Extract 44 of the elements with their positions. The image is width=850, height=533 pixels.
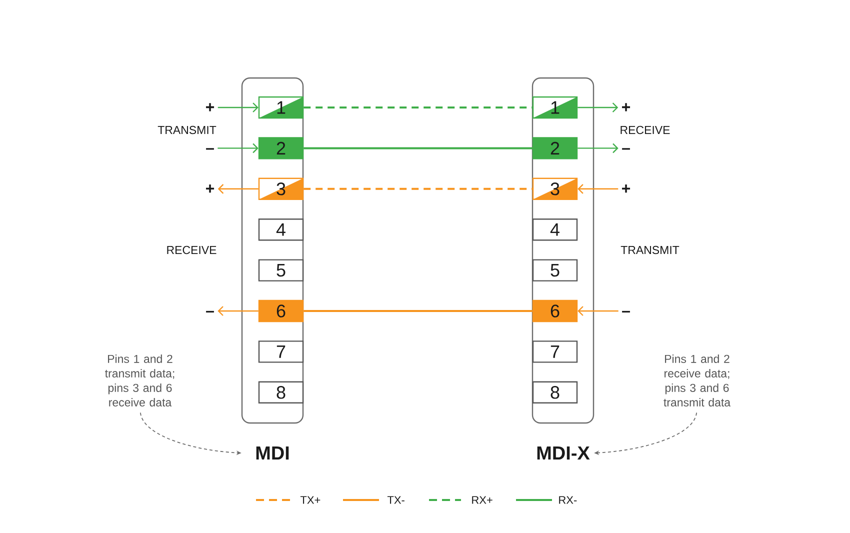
wire — [304, 188, 532, 190]
arrow — [218, 184, 258, 194]
polarity-sign: + — [622, 184, 630, 193]
connector-label: MDI-X — [537, 446, 590, 460]
arrow — [218, 102, 258, 112]
polarity-sign: – — [206, 148, 214, 150]
polarity-sign: – — [206, 310, 214, 312]
arrow — [578, 102, 618, 112]
legend-label: RX- — [559, 496, 577, 504]
pin-box: 7 — [258, 340, 304, 363]
polarity-sign: + — [206, 103, 214, 112]
pin-box: 5 — [258, 259, 304, 282]
polarity-sign: – — [622, 310, 630, 312]
connector-label: MDI — [256, 446, 289, 460]
wire — [304, 147, 532, 150]
signal-label: TRANSMIT — [620, 246, 680, 254]
arrow — [578, 306, 618, 316]
pin-box: 4 — [532, 218, 578, 241]
pin-box: 2 — [532, 137, 578, 160]
signal-label: RECEIVE — [620, 126, 670, 134]
pin-box: 8 — [258, 381, 304, 404]
polarity-sign: + — [206, 184, 214, 193]
pin-box: 2 — [258, 137, 304, 160]
legend-label: RX+ — [472, 496, 492, 504]
arrow — [218, 306, 258, 316]
legend-label: TX+ — [300, 496, 320, 504]
note-text: Pins 1 and 2 transmit data; pins 3 and 6 receive data — [105, 354, 174, 406]
note-text: Pins 1 and 2 receive data; pins 3 and 6 transmit data — [664, 354, 731, 406]
pin-box: 6 — [532, 300, 578, 322]
polarity-sign: – — [622, 148, 630, 150]
pin-box: 5 — [532, 259, 578, 282]
polarity-sign: + — [622, 103, 630, 112]
legend-label: TX- — [387, 496, 404, 504]
wire — [304, 310, 532, 312]
wire — [304, 106, 532, 108]
pin-box: 8 — [532, 381, 578, 404]
arrow — [578, 143, 618, 154]
signal-label: TRANSMIT — [158, 126, 216, 134]
pin-box: 4 — [258, 218, 304, 241]
pin-box: 7 — [532, 340, 578, 363]
arrow — [578, 184, 618, 194]
signal-label: RECEIVE — [167, 246, 216, 254]
pin-box: 6 — [258, 300, 304, 322]
arrow — [218, 143, 258, 154]
